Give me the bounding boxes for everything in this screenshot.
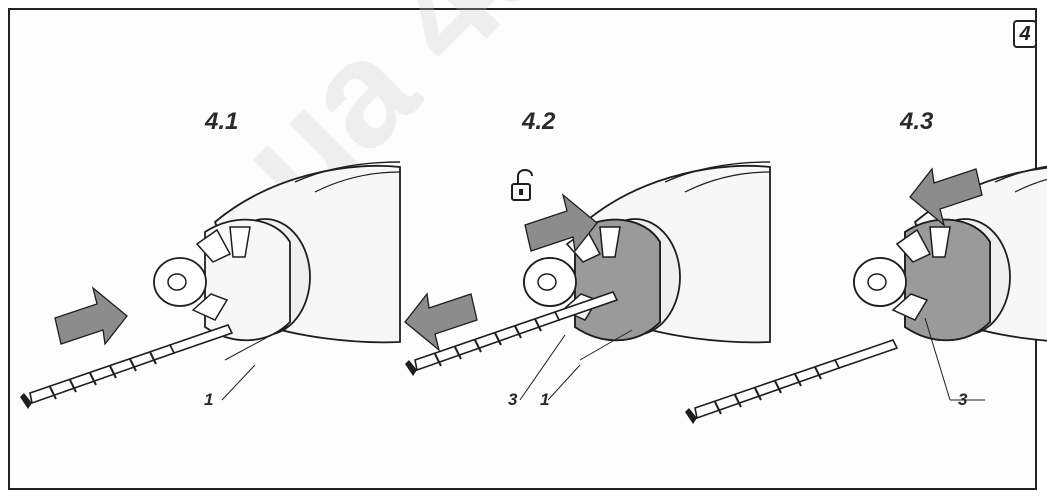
step-4-1-drill-bit-icon bbox=[19, 324, 233, 410]
callout-4-2-part-1: 1 bbox=[540, 390, 550, 409]
figure-frame bbox=[8, 8, 1037, 490]
figure-number-badge: 4 bbox=[1013, 20, 1037, 48]
step-4-3-leader-line bbox=[924, 317, 985, 401]
step-4-1-insert-arrow-icon bbox=[54, 287, 128, 345]
unlock-padlock-icon bbox=[511, 169, 533, 201]
step-4-1-drill bbox=[153, 161, 401, 344]
callout-4-3-part-3: 3 bbox=[958, 390, 968, 409]
step-4-3-drill-bit-icon bbox=[684, 339, 898, 425]
step-title-4-3: 4.3 bbox=[900, 108, 934, 135]
step-title-4-2: 4.2 bbox=[522, 108, 556, 135]
callout-4-1-part-1: 1 bbox=[204, 390, 214, 409]
step-title-4-1: 4.1 bbox=[205, 108, 239, 135]
step-4-1-leader-line bbox=[221, 324, 291, 401]
step-4-2-leader-lines bbox=[519, 329, 633, 401]
step-4-3-drill bbox=[853, 161, 1047, 344]
callout-4-2-part-3: 3 bbox=[508, 390, 518, 409]
